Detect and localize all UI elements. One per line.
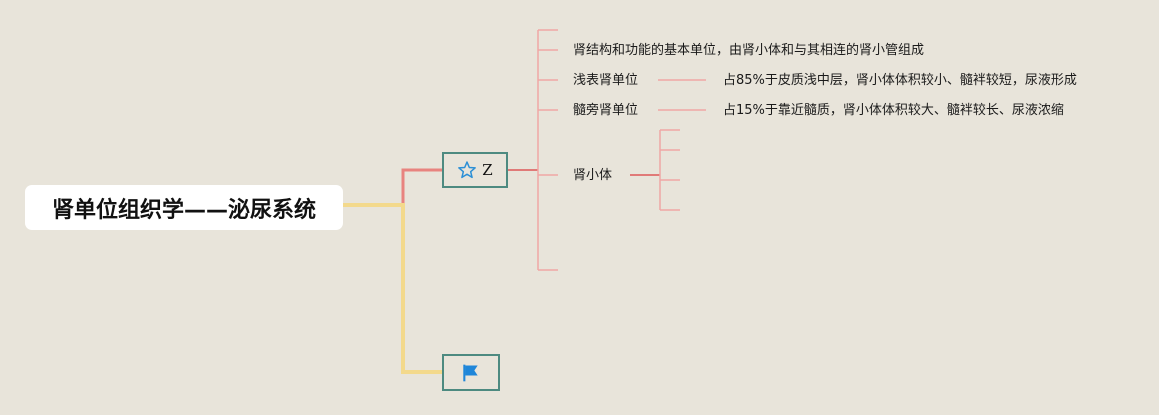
topic-z-label: Z [482, 161, 493, 179]
topic-flag[interactable] [442, 354, 500, 391]
branch-superficial-detail[interactable]: 占85%于皮质浅中层，肾小体体积较小、髓袢较短，尿液形成 [723, 73, 1077, 88]
topic-z[interactable]: Z [442, 152, 508, 188]
branch-juxtamedullary-detail[interactable]: 占15%于靠近髓质，肾小体体积较大、髓袢较长、尿液浓缩 [723, 103, 1064, 118]
branch-renal-corpuscle[interactable]: 肾小体 [573, 168, 613, 183]
root-topic[interactable]: 肾单位组织学——泌尿系统 [25, 185, 343, 230]
root-title: 肾单位组织学——泌尿系统 [51, 197, 316, 223]
flag-icon [463, 364, 478, 381]
branch-definition[interactable]: 肾结构和功能的基本单位，由肾小体和与其相连的肾小管组成 [573, 43, 925, 58]
branch-superficial-label[interactable]: 浅表肾单位 [573, 73, 639, 88]
connector-root-to-flag [343, 203, 442, 374]
branch-juxtamedullary-label[interactable]: 髓旁肾单位 [573, 103, 639, 118]
star-icon [458, 161, 477, 179]
connector-root-to-z [343, 168, 442, 207]
